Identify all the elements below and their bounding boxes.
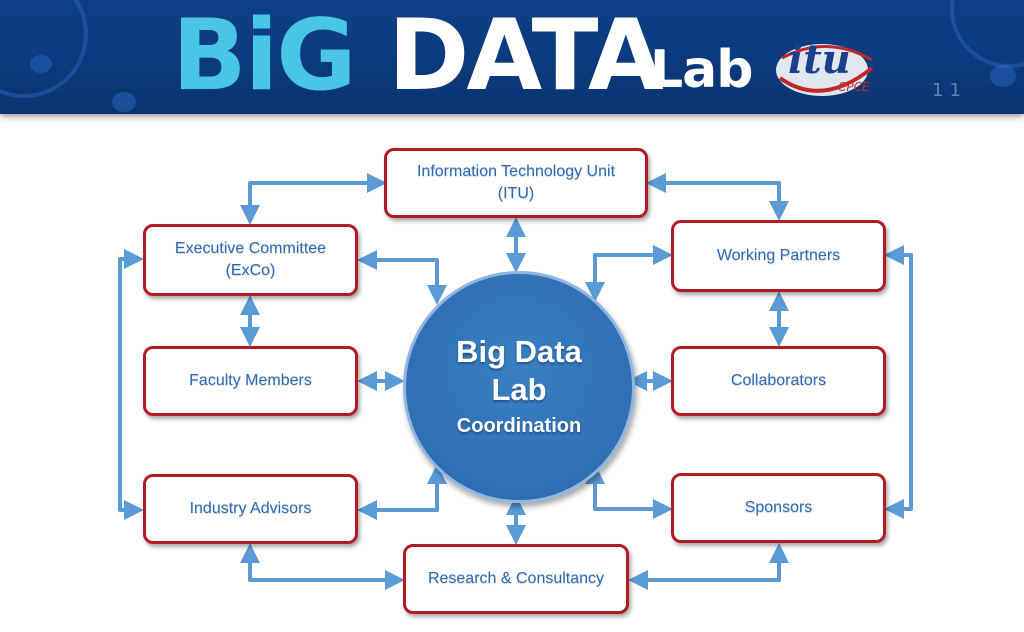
logo-data-text: DATA (388, 0, 664, 113)
cpce-logo-text: CPCE (838, 80, 870, 94)
itu-logo (776, 44, 874, 96)
node-collaborators: Collaborators (671, 346, 886, 416)
node-exco-label: Executive Committee (ExCo) (174, 240, 327, 279)
arrow-exco-hub (357, 250, 447, 305)
arrow-industry-research (240, 543, 405, 590)
hub-title-line1: Big Data (456, 334, 582, 369)
arrow-partners-hub (585, 245, 673, 302)
node-sponsors: Sponsors (671, 473, 886, 543)
node-faculty-label: Faculty Members (189, 372, 312, 389)
node-exco: Executive Committee (ExCo) (143, 224, 358, 296)
node-working-partners: Working Partners (671, 220, 886, 292)
decor-bubble (990, 65, 1016, 87)
hub-title-line2: Lab (491, 372, 547, 407)
arrow-sponsors-hub (585, 464, 673, 519)
arrow-itu-partners (646, 173, 789, 221)
node-research-label: Research & Consultancy (427, 570, 605, 587)
page-number: 11 (932, 80, 967, 101)
arrow-industry-hub (357, 464, 447, 520)
arrow-itu-exco (240, 173, 387, 225)
decor-bubble (112, 92, 136, 112)
arrow-research-sponsors (628, 543, 789, 590)
node-itu: Information Technology Unit (ITU) (384, 148, 648, 218)
node-industry-advisors: Industry Advisors (143, 474, 358, 544)
node-itu-label: Information Technology Unit (ITU) (416, 163, 616, 202)
hub-big-data-lab: Big Data Lab Coordination (403, 271, 635, 503)
node-research-consultancy: Research & Consultancy (403, 544, 629, 614)
node-collaborators-label: Collaborators (730, 372, 827, 389)
node-industry-label: Industry Advisors (189, 500, 312, 517)
node-partners-label: Working Partners (716, 247, 841, 264)
node-sponsors-label: Sponsors (744, 499, 813, 516)
node-faculty-members: Faculty Members (143, 346, 358, 416)
logo-big-text: BiG (172, 0, 357, 113)
itu-logo-text: itu (788, 36, 851, 83)
arrow-partners-sponsors (884, 245, 913, 519)
hub-subtitle: Coordination (456, 415, 582, 437)
arrow-exco-industry (118, 249, 144, 520)
header-banner: BiG DATA Lab itu CPCE 11 (0, 0, 1024, 114)
logo-lab-text: Lab (650, 40, 753, 100)
